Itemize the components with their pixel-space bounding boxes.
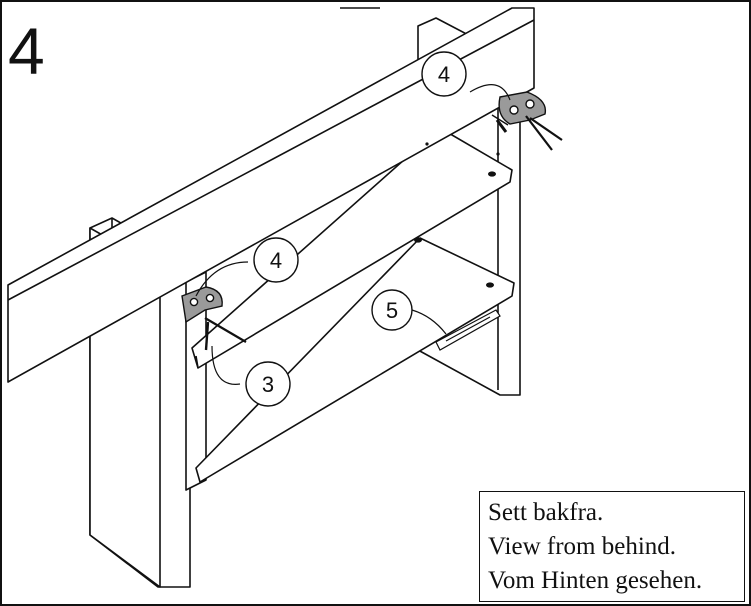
note-line-norwegian: Sett bakfra. (488, 499, 604, 526)
bracket-left (181, 286, 247, 351)
note-box: Sett bakfra. View from behind. Vom Hinte… (479, 491, 745, 602)
callout-label-dowel: 5 (386, 298, 398, 323)
callout-label-screw: 3 (262, 372, 274, 397)
note-line-german: Vom Hinten gesehen. (488, 567, 703, 594)
lower-shelf (195, 237, 515, 483)
top-rail (7, 7, 535, 383)
dowel-illustration (435, 309, 501, 351)
callout-circle-left (253, 237, 299, 283)
step-number: 4 (8, 14, 45, 88)
note-line-english: View from behind. (488, 533, 677, 560)
callout-circle-top-right (421, 51, 467, 97)
bracket-top-right (491, 91, 563, 151)
callout-circle-dowel (371, 289, 413, 331)
callout-label-top-right: 4 (438, 62, 450, 87)
callout-circle-screw (245, 361, 291, 407)
callout-label-left: 4 (270, 248, 282, 273)
